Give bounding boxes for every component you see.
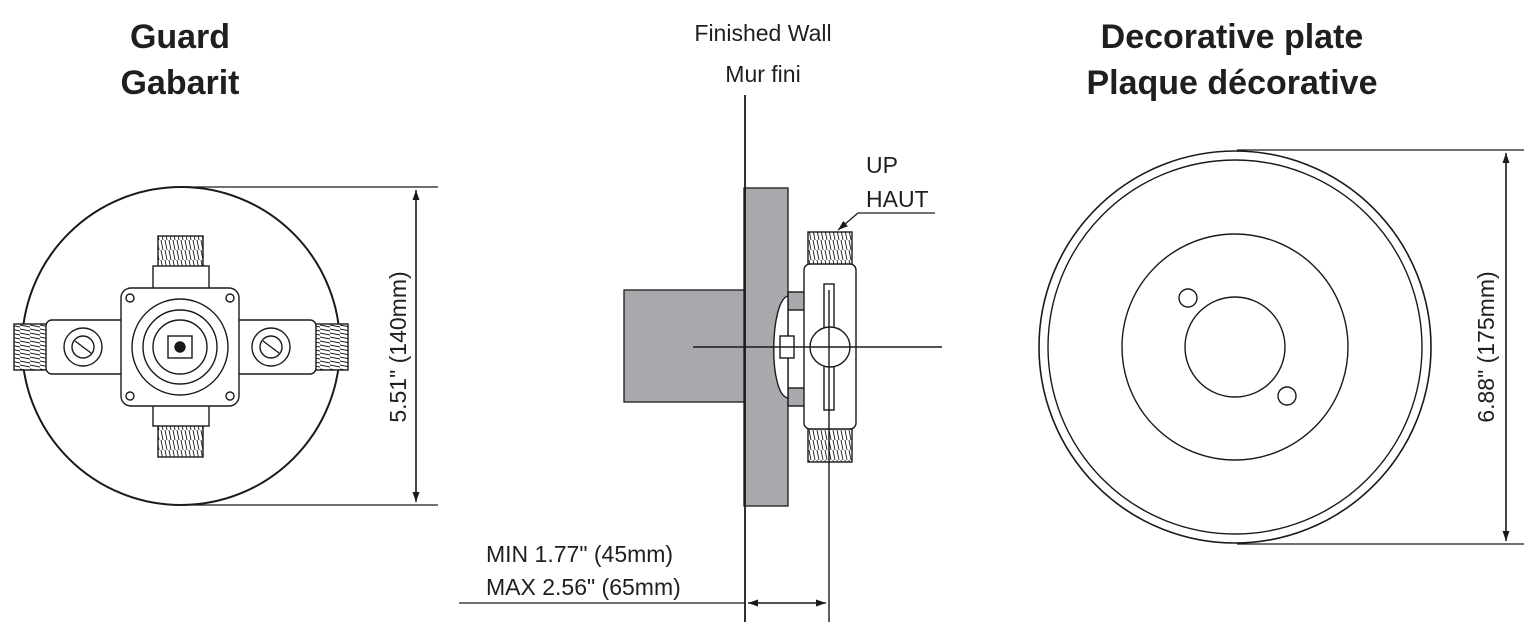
plate-title-fr: Plaque décorative — [1086, 64, 1377, 102]
guard-title-en: Guard — [130, 18, 230, 56]
wall-label-fr: Mur fini — [725, 61, 800, 87]
plate-outer-edge — [1038, 150, 1432, 544]
depth-min-label: MIN 1.77" (45mm) — [486, 541, 673, 567]
guard-dimension-label: 5.51" (140mm) — [385, 271, 411, 422]
guard-section: Guard Gabarit — [13, 18, 438, 506]
up-label-fr: HAUT — [866, 186, 929, 212]
guard-title-fr: Gabarit — [120, 64, 239, 102]
valve-body-front — [13, 235, 349, 458]
plate-title-en: Decorative plate — [1101, 18, 1364, 56]
depth-max-label: MAX 2.56" (65mm) — [486, 574, 681, 600]
side-view-section: Finished Wall Mur fini UP HAUT MIN 1.77"… — [459, 20, 942, 622]
plate-dimension-label: 6.88" (175mm) — [1473, 271, 1499, 422]
up-label-en: UP — [866, 152, 898, 178]
wall-label-en: Finished Wall — [694, 20, 831, 46]
plate-screw-hole-upper — [1178, 288, 1198, 308]
plate-section: Decorative plate Plaque décorative 6.88"… — [1038, 18, 1524, 545]
plate-boss — [1121, 233, 1349, 461]
plate-screw-hole-lower — [1277, 386, 1297, 406]
plate-inner-edge — [1047, 159, 1423, 535]
up-leader — [837, 212, 935, 231]
handle-block — [623, 289, 747, 403]
plate-center-hole — [1184, 296, 1286, 398]
